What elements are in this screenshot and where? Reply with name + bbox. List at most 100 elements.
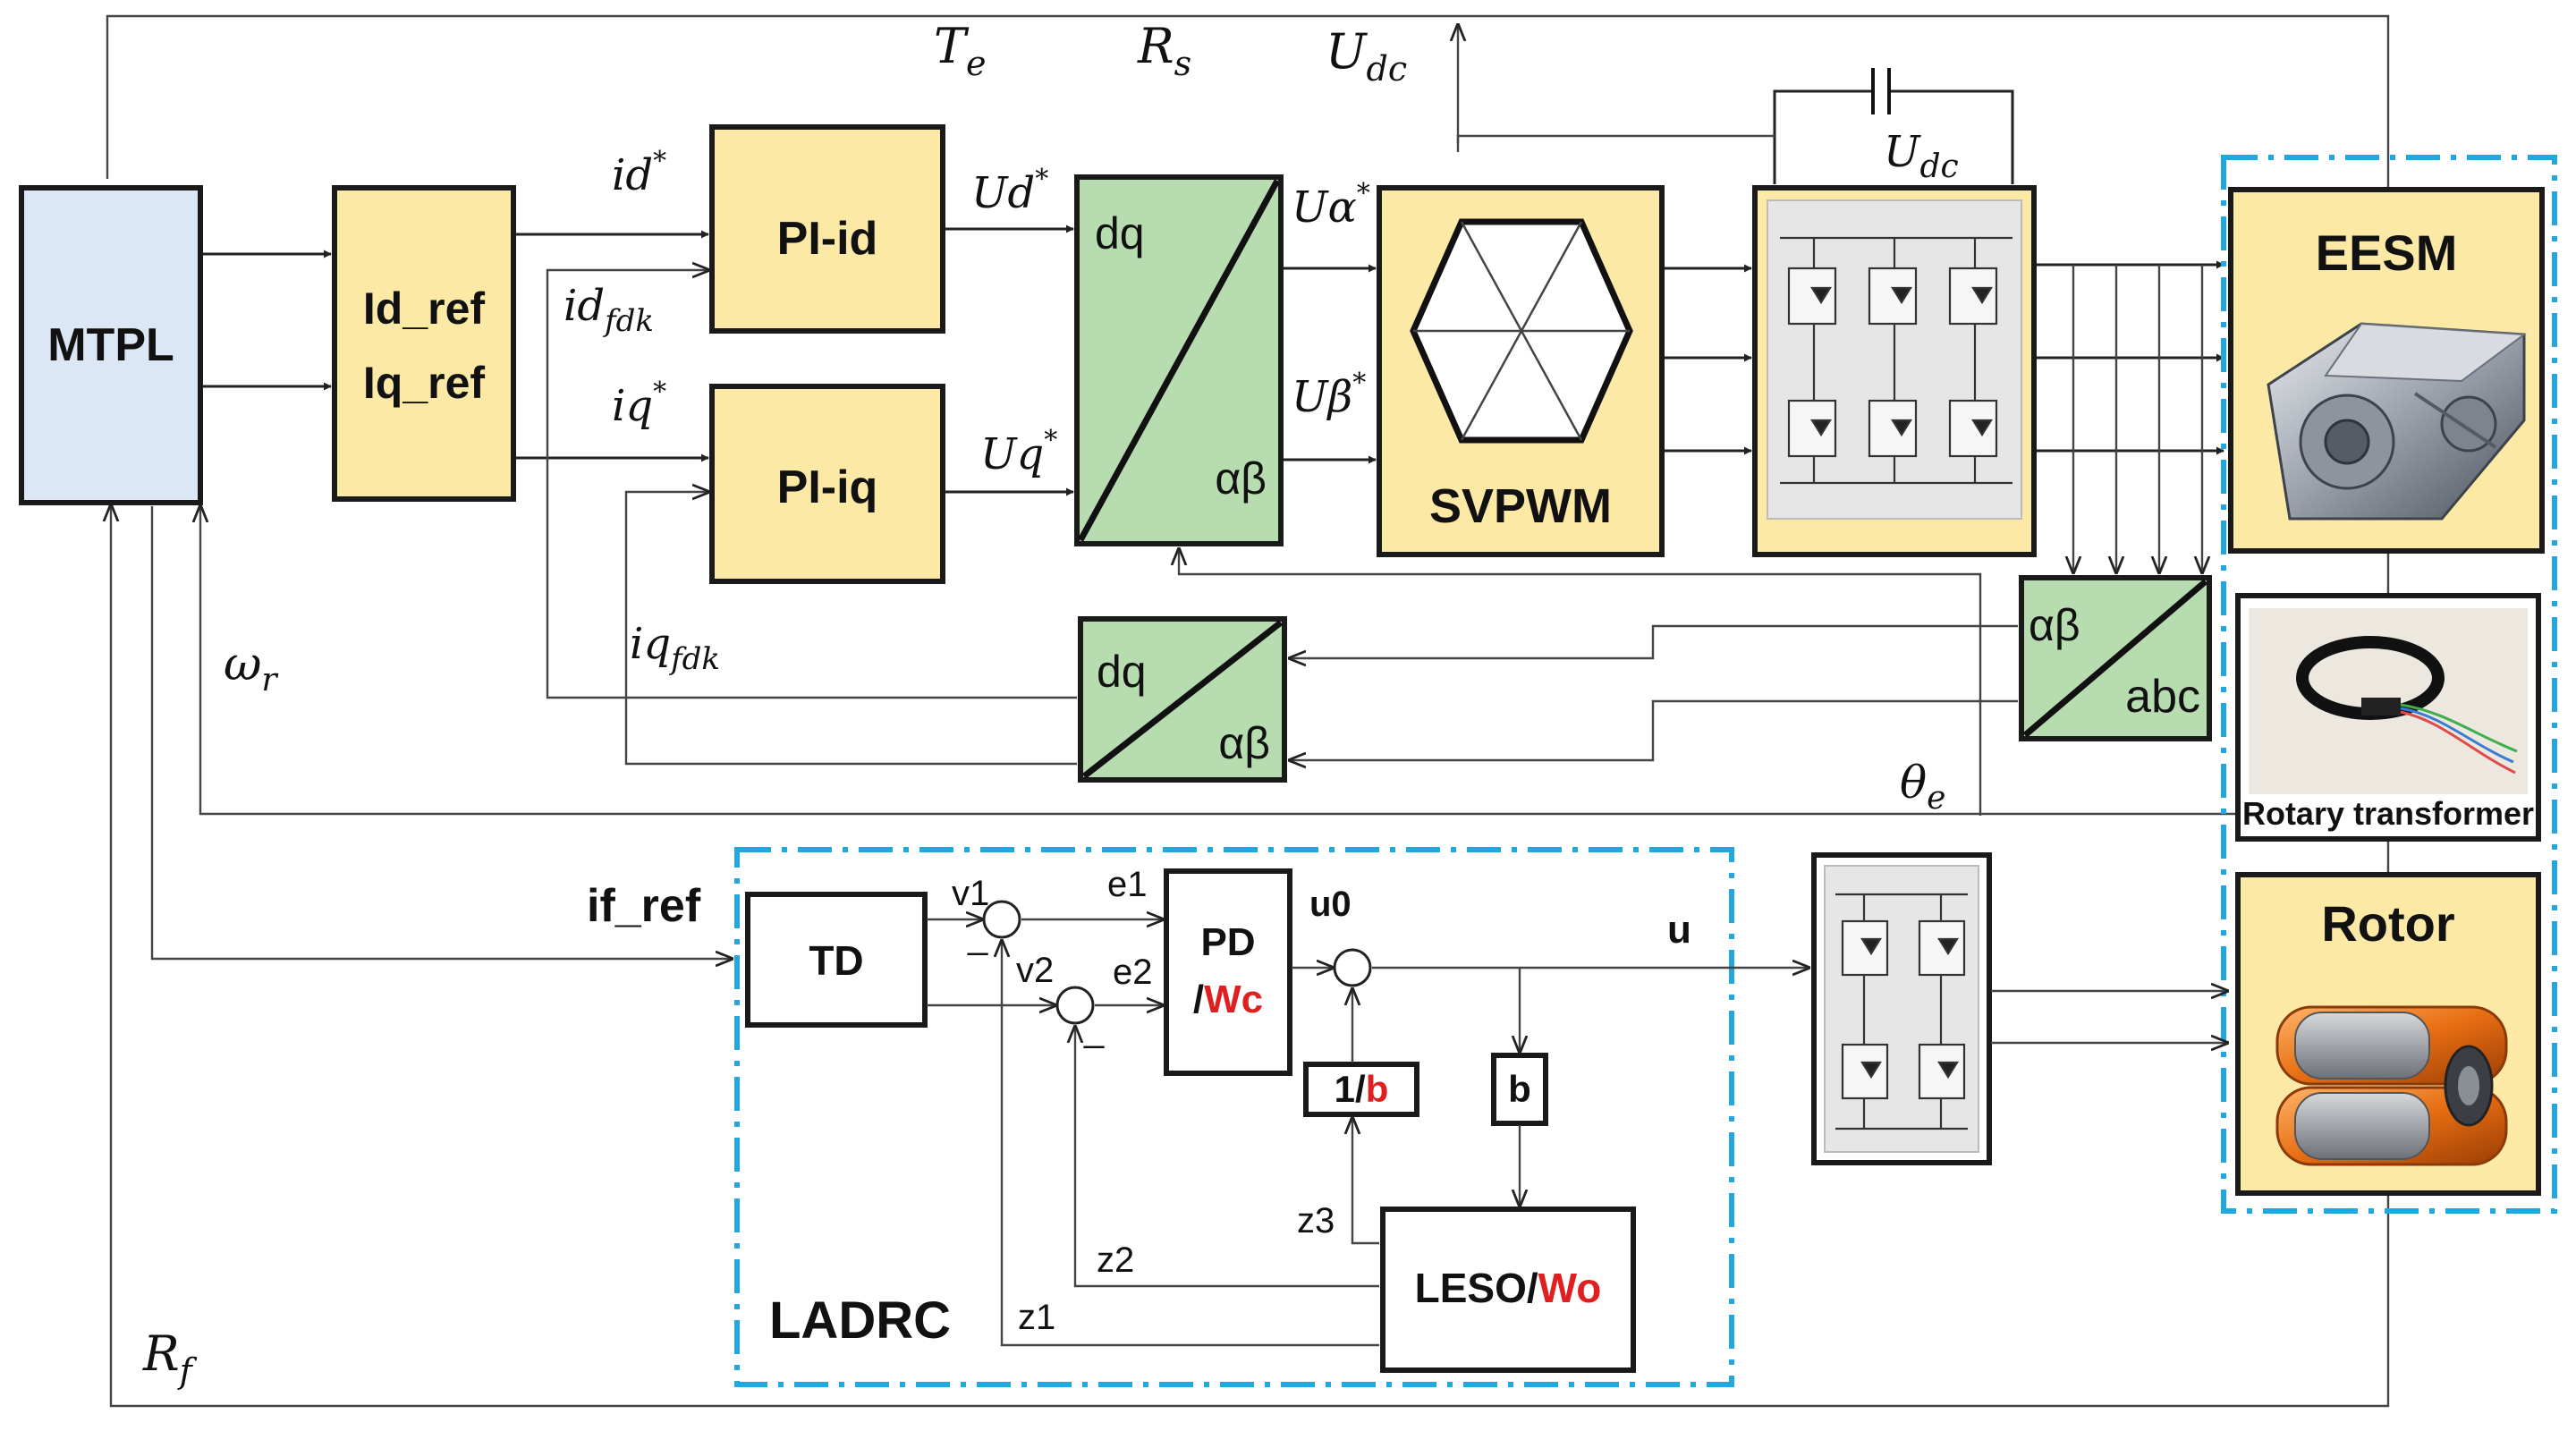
sum-junction-1: [982, 900, 1021, 939]
svg-text:LESO/Wo: LESO/Wo: [1415, 1265, 1602, 1311]
svg-text:iqfdk: iqfdk: [630, 619, 720, 677]
svg-text:Rs: Rs: [1137, 18, 1191, 83]
pi-iq-block: PI-iq: [709, 384, 945, 584]
dq-alphabeta-inverse-block: dq αβ: [1074, 174, 1284, 546]
mtpl-label: MTPL: [47, 319, 174, 371]
theta-e-label: θe: [1900, 757, 1945, 817]
pi-id-label: PI-id: [777, 213, 878, 265]
if-ref-label: if_ref: [587, 880, 701, 932]
mtpl-block: MTPL: [19, 185, 203, 505]
dq-alphabeta-feedback-block: dq αβ: [1078, 616, 1287, 783]
rotary-transformer-label: Rotary transformer: [2242, 795, 2534, 832]
uq-star-label: Uq*: [980, 425, 1057, 479]
eesm-label: EESM: [2316, 224, 2458, 281]
eesm-motor-icon: [2267, 322, 2527, 521]
u0-label: u0: [1309, 885, 1352, 924]
idref-label: Id_ref: [363, 284, 486, 334]
e2-label: e2: [1113, 953, 1153, 992]
leso-label: LESO/: [1415, 1265, 1538, 1311]
rotor-icon: [2275, 1005, 2508, 1166]
svg-text:Uβ*: Uβ*: [1292, 368, 1366, 422]
z2-wire: [1075, 1027, 1379, 1288]
id-star-label: id*: [612, 146, 666, 200]
inverter-block: [1752, 185, 2037, 557]
one-over-label: 1/: [1335, 1068, 1366, 1110]
h-bridge-icon: [1835, 893, 1968, 1130]
rotary-transformer-block: Rotary transformer: [2235, 593, 2541, 842]
leso-wo: Wo: [1538, 1265, 1602, 1311]
id-feedback-wire: [546, 270, 1077, 699]
svg-text:1/b: 1/b: [1335, 1068, 1389, 1110]
u-label: u: [1667, 908, 1691, 952]
svg-text:Uα*: Uα*: [1292, 178, 1370, 233]
pd-label: PD: [1200, 920, 1255, 964]
svg-text:Udc: Udc: [1326, 23, 1407, 89]
svg-text:Rf: Rf: [142, 1325, 198, 1391]
igbt-switches-icon: [1780, 236, 2012, 485]
dq-fb-label: dq: [1097, 647, 1147, 697]
svg-text:Ud*: Ud*: [971, 164, 1048, 218]
iq-feedback-wire: [624, 492, 1077, 766]
z3-wire: [1352, 1118, 1379, 1245]
z1-label: z1: [1018, 1298, 1055, 1337]
pd-slash: /: [1193, 978, 1204, 1021]
ud-star-label: Ud*: [971, 164, 1048, 218]
pi-id-block: PI-id: [709, 124, 945, 334]
one-over-b-label: b: [1366, 1068, 1389, 1110]
z3-label: z3: [1297, 1201, 1335, 1240]
svg-text:idfdk: idfdk: [564, 281, 654, 339]
beta-feedback-wire: [1290, 699, 2018, 760]
idref-iqref-block: Id_ref Iq_ref: [332, 185, 516, 502]
dq-top-label: dq: [1095, 208, 1145, 258]
iqref-label: Iq_ref: [363, 358, 486, 408]
leso-block: LESO/Wo: [1380, 1207, 1636, 1373]
minus-sign-2: _: [1083, 1010, 1105, 1049]
speed-feedback-wire: [200, 506, 2236, 816]
theta-to-dq-wire: [1179, 549, 1982, 816]
td-block: TD: [745, 892, 928, 1028]
pd-wc: Wc: [1204, 978, 1263, 1021]
z1-wire: [1002, 941, 1379, 1347]
motor-dashed-boundary: [2221, 155, 2557, 1214]
eesm-block: EESM: [2228, 187, 2545, 554]
dc-capacitor: [1456, 68, 2014, 184]
id-fdk-label: idfdk: [564, 281, 654, 339]
v1-label: v1: [952, 874, 989, 913]
ab-fb-label: αβ: [1218, 718, 1270, 768]
sum-junction-3: [1333, 948, 1372, 987]
abc-alphabeta-transform-block: αβ abc: [2019, 575, 2212, 741]
ubeta-star-label: Uβ*: [1292, 368, 1366, 422]
ladrc-label: LADRC: [769, 1291, 951, 1350]
ladrc-dashed-boundary: [734, 847, 1734, 1387]
one-over-b-block: 1/b: [1303, 1062, 1419, 1117]
pd-block: PD /Wc: [1164, 868, 1292, 1076]
rotor-label: Rotor: [2321, 895, 2454, 952]
svg-text:id*: id*: [612, 146, 666, 200]
sum-junction-2: [1055, 986, 1095, 1025]
inverter-to-eesm-wires: [2036, 260, 2224, 572]
svg-text:Udc: Udc: [1884, 127, 1959, 185]
ab-right-label: αβ: [2029, 600, 2080, 650]
iq-fdk-label: iqfdk: [630, 619, 720, 677]
e1-label: e1: [1107, 865, 1148, 904]
ualpha-star-label: Uα*: [1292, 178, 1370, 233]
te-label: Te: [934, 18, 987, 83]
alpha-feedback-wire: [1290, 624, 2018, 658]
udc-label: Udc: [1326, 23, 1407, 89]
rotor-block: Rotor: [2235, 872, 2541, 1196]
svpwm-block: SVPWM: [1377, 185, 1665, 557]
svg-text:Te: Te: [934, 18, 987, 83]
rf-label: Rf: [142, 1325, 198, 1391]
svg-text:iq*: iq*: [612, 377, 666, 431]
ab-top-label: αβ: [1215, 453, 1267, 504]
ifref-wire: [150, 506, 732, 959]
b-block: b: [1491, 1053, 1548, 1126]
svg-text:/Wc: /Wc: [1193, 978, 1263, 1021]
v2-label: v2: [1016, 951, 1054, 990]
omega-r-label: ωr: [224, 638, 278, 699]
td-label: TD: [809, 937, 863, 984]
svg-text:Uq*: Uq*: [980, 425, 1057, 479]
minus-sign-1: _: [967, 917, 988, 956]
field-inverter-block: [1811, 852, 1992, 1165]
